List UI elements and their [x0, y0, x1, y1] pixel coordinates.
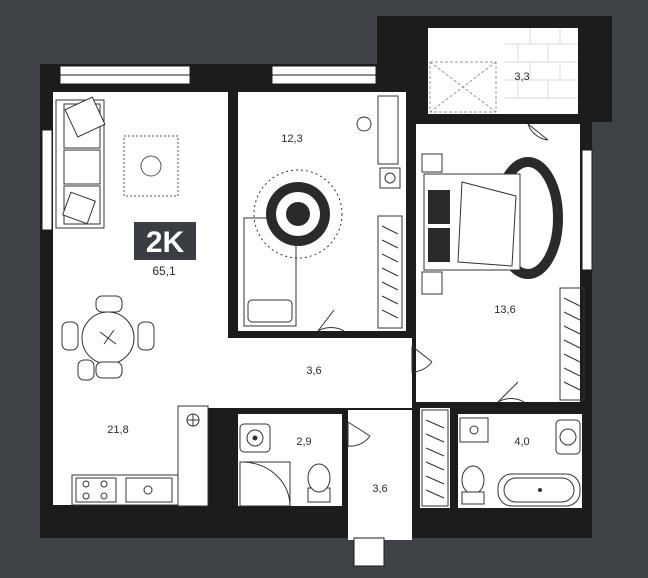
area-kitchen-living: 21,8: [107, 424, 128, 436]
window-bedroom-main: [581, 149, 593, 271]
hall-wardrobe-icon: [421, 409, 449, 507]
dining-table-icon: [61, 295, 155, 381]
door-bathroom-small[interactable]: [347, 421, 371, 447]
area-bedroom-main: 13,6: [494, 304, 515, 316]
door-bedroom-small[interactable]: [317, 309, 345, 332]
windows: [59, 65, 377, 85]
entrance-vestibule: [353, 537, 385, 567]
corridor: [348, 410, 412, 540]
apartment-type-badge: [134, 222, 196, 260]
door-balcony[interactable]: [527, 123, 549, 141]
nightstand-icon: [421, 153, 443, 295]
area-hall: 3,6: [306, 365, 321, 377]
wardrobe-main-icon: [559, 287, 585, 401]
toilet-icon: [307, 463, 331, 503]
door-bedroom-main[interactable]: [411, 345, 433, 373]
washing-machine-icon: [459, 417, 489, 443]
desk-icon: [356, 95, 401, 189]
apartment-type-label: 2K: [146, 226, 185, 259]
kitchen-living-room: [53, 92, 412, 505]
bathtub-icon: [497, 473, 581, 507]
sink-icon: [239, 423, 271, 453]
area-bedroom-small: 12,3: [281, 133, 302, 145]
kitchen-counter: [71, 405, 209, 507]
area-balcony: 3,3: [514, 71, 529, 83]
rug-icon: [123, 135, 179, 197]
toilet-main-icon: [461, 465, 485, 505]
door-hall[interactable]: [497, 381, 525, 403]
balcony-brick-pattern: [505, 28, 578, 99]
fridge-icon: [186, 413, 200, 427]
balcony-storage: [429, 61, 497, 113]
wardrobe-small-icon: [377, 215, 403, 329]
area-bathroom-main: 4,0: [514, 436, 529, 448]
area-bathroom-small: 2,9: [296, 436, 311, 448]
sun-rug-icon: [253, 169, 343, 259]
hall-wardrobe: [420, 408, 450, 508]
bed-main-icon: [423, 157, 563, 279]
bed-small-icon: [243, 217, 297, 327]
shower-icon: [239, 461, 291, 507]
window-living: [41, 129, 53, 231]
sink-main-icon: [555, 419, 581, 455]
total-area-label: 65,1: [152, 264, 176, 278]
balcony: [398, 16, 612, 116]
sofa-icon: [55, 96, 106, 229]
area-corridor: 3,6: [372, 483, 387, 495]
